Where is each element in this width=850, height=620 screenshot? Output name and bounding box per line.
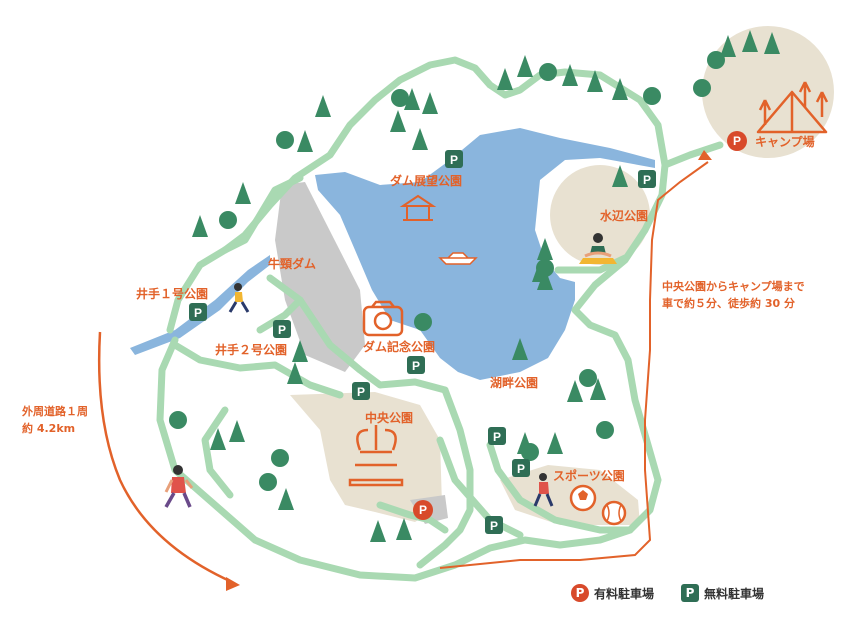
camp-route-note-line-1: 中央公園からキャンプ場まで (662, 280, 805, 293)
soccer-ball-icon (569, 484, 597, 512)
svg-text:P: P (194, 306, 202, 320)
trees (169, 30, 780, 542)
fountain-icon (348, 425, 404, 487)
paid-parking-icon: P (571, 584, 589, 602)
label-kohan-park: 湖畔公園 (490, 376, 539, 390)
road-network (156, 56, 724, 582)
free-parking-marker: P (488, 427, 506, 445)
label-ide-2-park: 井手２号公園 (215, 343, 288, 357)
svg-text:P: P (493, 430, 501, 444)
camp-route-note-line-2: 車で約５分、徒歩約 30 分 (662, 297, 795, 310)
camp-route-arrow (439, 150, 712, 569)
paid-parking-marker: P (727, 131, 747, 151)
label-sports-park: スポーツ公園 (553, 469, 625, 483)
paid-parking-marker: P (413, 500, 433, 520)
svg-text:P: P (412, 359, 420, 373)
svg-text:P: P (278, 323, 286, 337)
free-parking-marker: P (273, 320, 291, 338)
loop-note: 外周道路１周 約 4.2km (22, 403, 88, 437)
boat-icon (438, 252, 478, 265)
camp-route-note: 中央公園からキャンプ場まで 車で約５分、徒歩約 30 分 (662, 278, 805, 312)
loop-note-line-1: 外周道路１周 (22, 405, 88, 418)
camera-icon (362, 300, 404, 337)
loop-note-line-2: 約 4.2km (22, 422, 76, 435)
svg-text:P: P (490, 519, 498, 533)
pavilion-icon (399, 194, 437, 221)
label-ide-1-park: 井手１号公園 (136, 287, 209, 301)
runner-sports-icon (533, 473, 554, 507)
free-parking-marker: P (512, 459, 530, 477)
svg-text:P: P (733, 134, 741, 148)
free-parking-marker: P (638, 170, 656, 188)
free-parking-marker: P (407, 356, 425, 374)
svg-text:P: P (419, 503, 427, 517)
svg-text:P: P (517, 462, 525, 476)
lake (315, 128, 655, 380)
free-parking-marker: P (352, 382, 370, 400)
free-parking-marker: P (445, 150, 463, 168)
baseball-icon (601, 500, 627, 526)
legend-free-parking: P 無料駐車場 (681, 584, 764, 602)
river (130, 255, 270, 355)
free-parking-marker: P (189, 303, 207, 321)
svg-text:P: P (357, 385, 365, 399)
tent-icon (756, 81, 829, 134)
dam-embankment (275, 182, 365, 372)
chuo-area (290, 392, 442, 522)
camp-area (702, 26, 834, 158)
runner-ide-icon (228, 283, 250, 313)
svg-text:P: P (643, 173, 651, 187)
label-dam-memorial-park: ダム記念公園 (363, 340, 436, 354)
legend-paid-parking: P 有料駐車場 (571, 584, 654, 602)
label-camp: キャンプ場 (755, 135, 815, 149)
parking-markers: P P P P P P P P P P P (189, 131, 747, 534)
label-gyuto-dam: 牛頸ダム (268, 257, 317, 271)
runner-left-icon (164, 465, 194, 508)
label-dam-view-park: ダム展望公園 (390, 174, 463, 188)
svg-text:P: P (450, 153, 458, 167)
free-parking-marker: P (485, 516, 503, 534)
legend-free-label: 無料駐車場 (704, 586, 765, 601)
loop-arrow (97, 331, 240, 591)
yoga-person-icon (579, 233, 617, 264)
label-chuo-park: 中央公園 (365, 411, 414, 425)
free-parking-icon: P (681, 584, 699, 602)
mizube-area (550, 165, 650, 265)
legend-paid-label: 有料駐車場 (594, 586, 655, 601)
label-mizube-park: 水辺公園 (600, 209, 649, 223)
